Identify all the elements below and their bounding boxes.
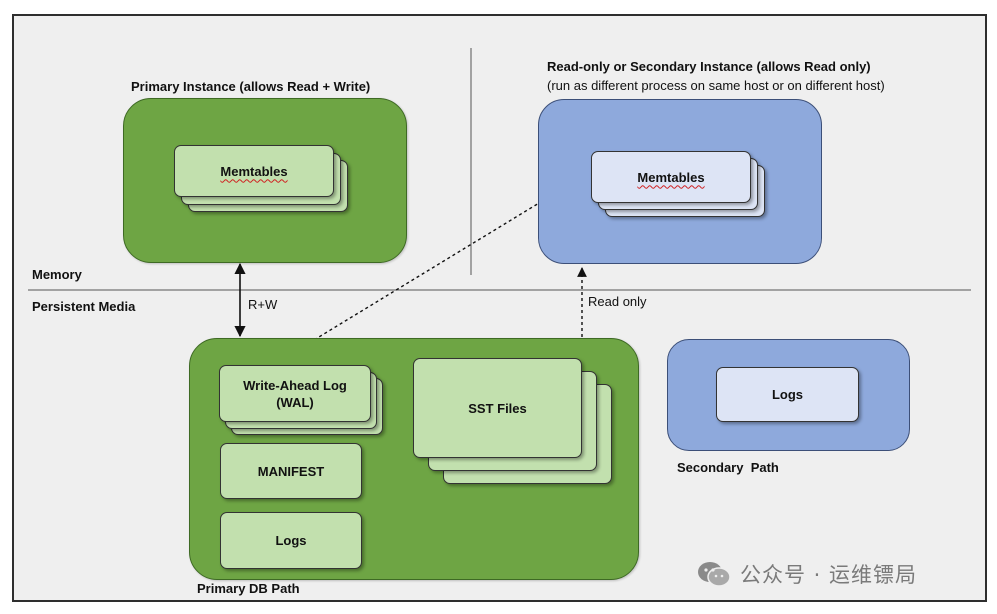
sst-files-label: SST Files xyxy=(468,400,527,416)
rw-connector-label: R+W xyxy=(248,297,278,312)
primary-instance-title: Primary Instance (allows Read + Write) xyxy=(131,79,371,94)
primary-logs-label: Logs xyxy=(275,533,307,548)
primary-db-path-label: Primary DB Path xyxy=(197,581,300,596)
secondary-logs-card: Logs xyxy=(716,367,859,422)
secondary-logs-label: Logs xyxy=(771,387,804,402)
secondary-path-label: Secondary Path xyxy=(677,460,779,475)
wechat-icon xyxy=(698,562,731,587)
watermark-text: 公众号 · 运维镖局 xyxy=(740,563,918,587)
manifest-card: MANIFEST xyxy=(220,443,362,499)
wal-to-secondary-memtables-arrow xyxy=(267,171,591,369)
watermark: 公众号 · 运维镖局 xyxy=(696,559,917,589)
primary-memtables-label: Memtables xyxy=(220,163,288,179)
wal-card: Write-Ahead Log (WAL) xyxy=(219,365,371,422)
primary-logs-card: Logs xyxy=(220,512,362,569)
sst-files-card: SST Files xyxy=(413,358,582,458)
primary-memtables-card: Memtables xyxy=(174,145,334,197)
persistent-media-layer-label: Persistent Media xyxy=(32,299,136,314)
wal-label-line2: (WAL) xyxy=(276,394,314,410)
read-only-connector-label: Read only xyxy=(588,294,647,309)
secondary-instance-title: Read-only or Secondary Instance (allows … xyxy=(547,59,871,74)
wal-label-line1: Write-Ahead Log xyxy=(243,377,347,393)
secondary-instance-subtitle: (run as different process on same host o… xyxy=(547,78,885,93)
secondary-memtables-card: Memtables xyxy=(591,151,751,203)
secondary-memtables-label: Memtables xyxy=(637,169,705,185)
manifest-label: MANIFEST xyxy=(257,463,325,479)
memory-layer-label: Memory xyxy=(32,267,82,282)
